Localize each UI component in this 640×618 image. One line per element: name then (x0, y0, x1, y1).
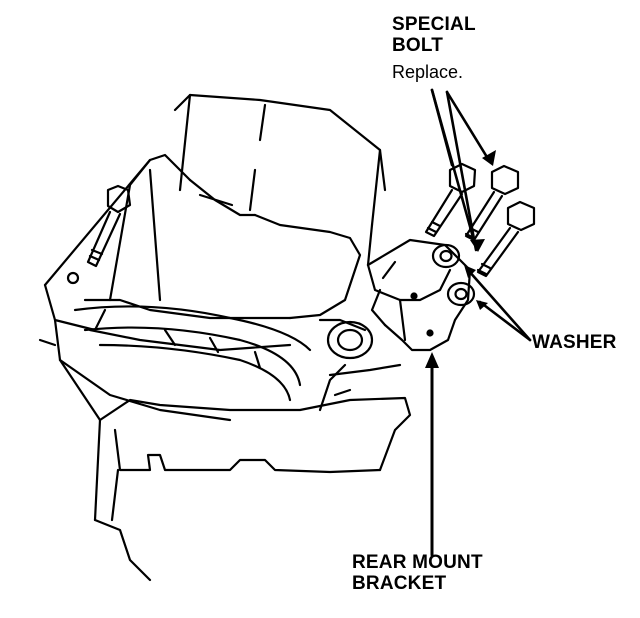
special-bolt-3 (476, 200, 536, 278)
special-bolt-note: Replace. (392, 62, 464, 82)
special-bolt-line1: SPECIAL (392, 14, 476, 35)
upper-case (173, 93, 387, 320)
special-bolt-2 (464, 164, 520, 242)
washer-arrows (466, 268, 532, 342)
rear-mount-line1: REAR MOUNT (352, 552, 483, 573)
washer-upper (431, 243, 461, 269)
special-bolt-label: SPECIAL BOLT (392, 14, 476, 57)
rear-mount-bracket-label: REAR MOUNT BRACKET (352, 552, 483, 595)
washer-label: WASHER (532, 332, 617, 353)
housing-ring (73, 305, 312, 402)
rear-mount-line2: BRACKET (352, 573, 447, 595)
washer-lower (446, 281, 476, 307)
arrowheads (425, 150, 496, 368)
transmission-housing (38, 153, 292, 522)
lower-pan (93, 363, 412, 582)
special-bolt-line2: BOLT (392, 35, 444, 57)
special-bolt-arrows (430, 88, 492, 252)
mount-boss (318, 318, 402, 397)
special-bolt-1 (424, 162, 477, 238)
left-bolt (66, 184, 132, 285)
rear-mount-bracket (366, 223, 472, 352)
